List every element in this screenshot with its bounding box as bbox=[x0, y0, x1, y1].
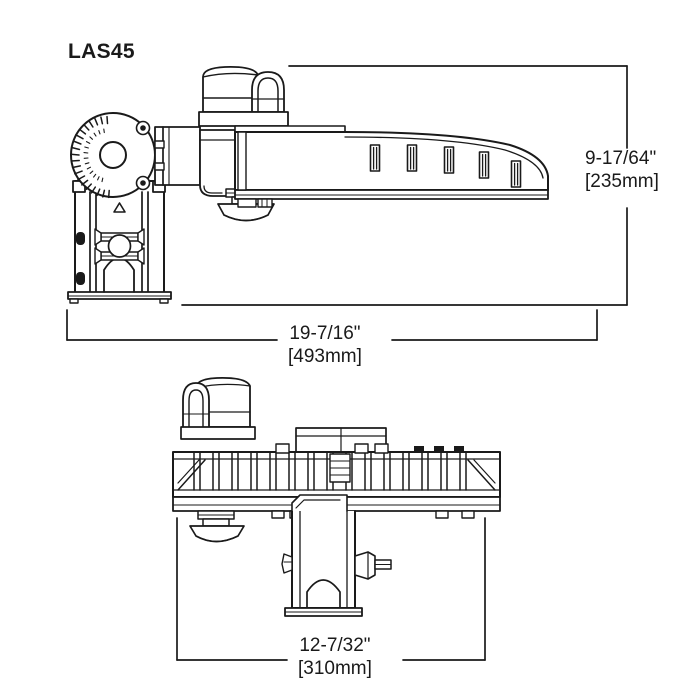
mounting-arm bbox=[154, 126, 236, 197]
pole-mount-column bbox=[281, 494, 392, 617]
dimension-depth-imperial: 12-7/32" bbox=[299, 635, 371, 656]
dimension-width-imperial: 19-7/16" bbox=[289, 323, 361, 344]
side-elevation-view bbox=[67, 66, 549, 304]
photocell-end-view bbox=[180, 377, 256, 440]
photocell bbox=[198, 66, 289, 127]
dimension-depth-metric: [310mm] bbox=[298, 658, 372, 679]
dimension-overall-height bbox=[181, 65, 628, 306]
dimension-label-overall-depth: 12-7/32" [310mm] bbox=[298, 634, 372, 680]
end-view-housing bbox=[172, 443, 501, 498]
luminaire-housing bbox=[234, 125, 549, 208]
dimension-height-metric: [235mm] bbox=[585, 171, 659, 192]
mounting-plate bbox=[67, 180, 172, 304]
dimension-overall-width bbox=[66, 309, 598, 341]
dimension-height-imperial: 9-17/64" bbox=[585, 148, 657, 169]
end-view-top-block bbox=[295, 427, 387, 455]
end-elevation-view bbox=[172, 377, 501, 617]
rotation-dial bbox=[70, 112, 156, 199]
dimension-width-metric: [493mm] bbox=[288, 346, 362, 367]
dimension-overall-depth bbox=[176, 517, 486, 661]
end-view-sensor bbox=[189, 510, 245, 543]
page-title: LAS45 bbox=[68, 40, 135, 63]
dimension-label-overall-width: 19-7/16" [493mm] bbox=[288, 322, 362, 368]
dimension-label-overall-height: 9-17/64" [235mm] bbox=[585, 147, 659, 193]
